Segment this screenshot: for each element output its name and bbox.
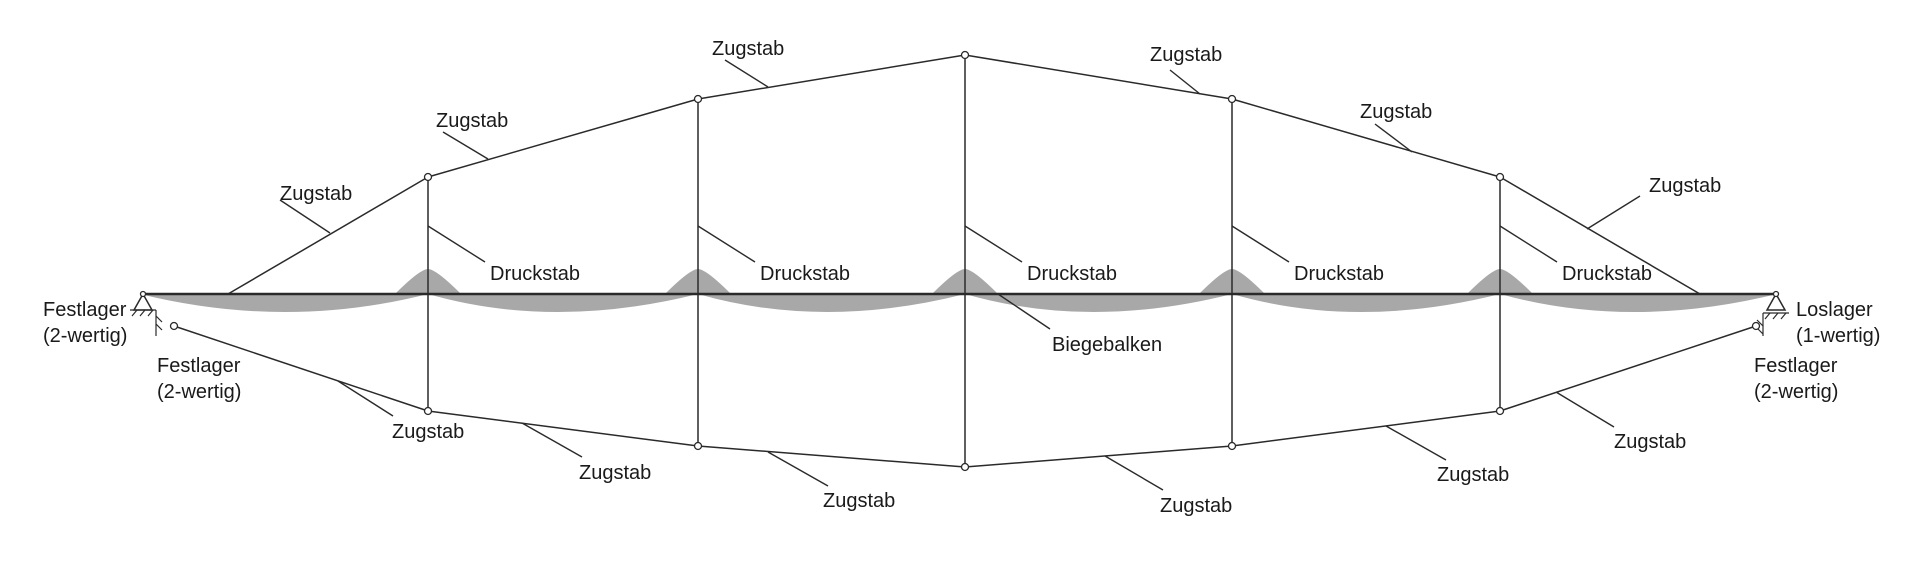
tension-member-label: Zugstab xyxy=(1150,44,1222,66)
right-lower-support-label-line1: Festlager xyxy=(1754,355,1838,377)
support-hatch xyxy=(139,309,146,317)
lower-tension-member xyxy=(964,445,1233,468)
tension-member-label: Zugstab xyxy=(712,38,784,60)
lower-tension-member xyxy=(173,325,429,412)
hinge-node xyxy=(169,321,179,331)
lower-tension-member xyxy=(427,410,699,447)
hinge-node xyxy=(960,462,970,472)
bending-moment-diagram xyxy=(140,269,1777,312)
hinge-node xyxy=(1495,406,1505,416)
upper-tension-member xyxy=(1231,98,1501,178)
leader-lines xyxy=(279,59,1641,491)
vertical-posts xyxy=(427,55,1501,467)
support-hatch xyxy=(155,315,163,323)
upper-tension-member xyxy=(697,54,966,100)
leader-line xyxy=(337,380,394,417)
leader-line xyxy=(427,225,486,263)
hinge-node xyxy=(1227,441,1237,451)
moment-area-negative xyxy=(140,294,1777,312)
left-support-label-line1: Festlager xyxy=(43,299,127,321)
labels: Zugstab Zugstab Zugstab Zugstab Zugstab … xyxy=(43,38,1880,517)
upper-tension-member xyxy=(427,98,699,178)
right-support-label-line2: (1-wertig) xyxy=(1796,325,1880,347)
upper-tension-member xyxy=(1499,176,1701,295)
truss-nodes xyxy=(139,50,1780,472)
leader-line xyxy=(1555,391,1615,428)
compression-member-label: Druckstab xyxy=(1562,263,1652,285)
leader-line xyxy=(1385,425,1447,461)
left-fixed-support xyxy=(130,292,163,336)
tension-member-label: Zugstab xyxy=(392,421,464,443)
support-hatch xyxy=(155,323,163,331)
leader-line xyxy=(964,225,1023,263)
leader-line xyxy=(1104,455,1164,491)
lower-tension-chord xyxy=(173,325,1757,468)
tension-member-label: Zugstab xyxy=(1649,175,1721,197)
upper-tension-chord xyxy=(227,54,1701,295)
upper-tension-member xyxy=(964,54,1233,100)
leader-line xyxy=(1169,69,1201,95)
leader-line xyxy=(1374,123,1413,153)
leader-line xyxy=(1499,225,1558,263)
support-hatch xyxy=(1764,312,1771,320)
left-lower-support-label-line2: (2-wertig) xyxy=(157,381,241,403)
support-hatch xyxy=(131,309,138,317)
hinge-node xyxy=(423,172,433,182)
leader-line xyxy=(442,131,489,160)
tension-member-label: Zugstab xyxy=(1614,431,1686,453)
leader-line xyxy=(279,199,331,234)
leader-line xyxy=(767,451,829,487)
hinge-node xyxy=(960,50,970,60)
leader-line xyxy=(1231,225,1290,263)
tension-member-label: Zugstab xyxy=(579,462,651,484)
compression-member-label: Druckstab xyxy=(1294,263,1384,285)
compression-member-label: Druckstab xyxy=(760,263,850,285)
support-hatch xyxy=(1756,319,1764,327)
tension-member-label: Zugstab xyxy=(1360,101,1432,123)
hinge-node xyxy=(1495,172,1505,182)
leader-line xyxy=(521,422,583,458)
left-lower-support-label-line1: Festlager xyxy=(157,355,241,377)
upper-tension-member xyxy=(227,176,429,295)
hinge-node xyxy=(1772,290,1780,298)
tension-member-label: Zugstab xyxy=(823,490,895,512)
compression-member-label: Druckstab xyxy=(1027,263,1117,285)
lower-tension-member xyxy=(1499,325,1757,412)
support-hatch xyxy=(1780,312,1787,320)
hinge-node xyxy=(139,290,147,298)
moment-area-positive xyxy=(395,269,1533,294)
support-hatch xyxy=(147,309,154,317)
tension-member-label: Zugstab xyxy=(1160,495,1232,517)
hinge-node xyxy=(1751,321,1761,331)
lower-tension-member xyxy=(1231,410,1501,447)
hinge-node xyxy=(693,441,703,451)
right-roller-support xyxy=(1756,292,1789,336)
leader-line xyxy=(697,225,756,263)
support-triangle xyxy=(1765,292,1787,311)
tension-member-label: Zugstab xyxy=(1437,464,1509,486)
support-hatch xyxy=(1772,312,1779,320)
leader-line xyxy=(997,293,1051,330)
tension-member-label: Zugstab xyxy=(280,183,352,205)
right-lower-support-label-line2: (2-wertig) xyxy=(1754,381,1838,403)
lower-tension-member xyxy=(697,445,966,468)
tension-member-label: Zugstab xyxy=(436,110,508,132)
hinge-node xyxy=(1227,94,1237,104)
leader-line xyxy=(724,59,769,88)
left-support-label-line2: (2-wertig) xyxy=(43,325,127,347)
right-support-label-line1: Loslager xyxy=(1796,299,1873,321)
hinge-node xyxy=(423,406,433,416)
compression-member-label: Druckstab xyxy=(490,263,580,285)
hinge-node xyxy=(693,94,703,104)
beam-label: Biegebalken xyxy=(1052,334,1162,356)
leader-line xyxy=(1586,195,1641,230)
